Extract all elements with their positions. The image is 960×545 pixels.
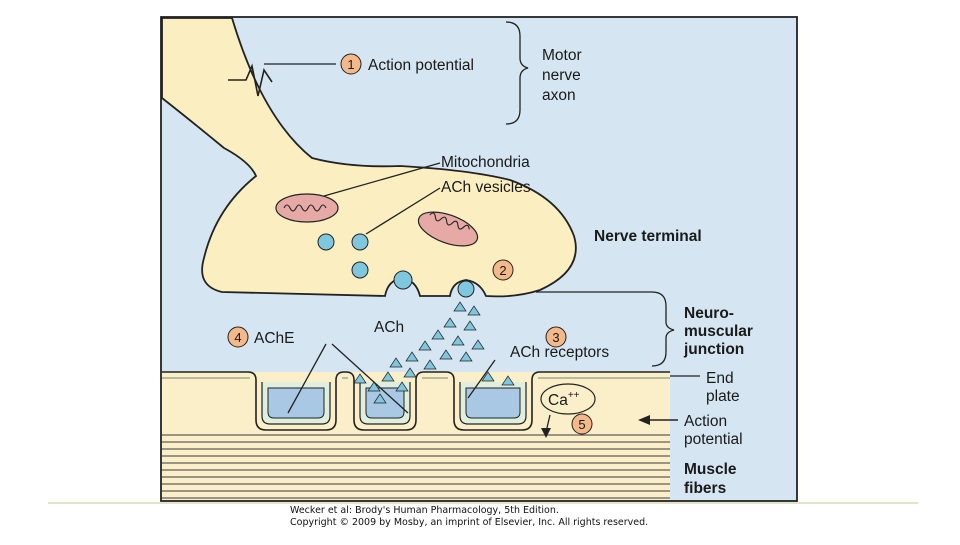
action-potential-spike — [228, 63, 273, 97]
ach-vesicles — [317, 233, 475, 298]
step-4-marker: 4 — [227, 326, 249, 348]
leader-lines — [264, 21, 700, 433]
action-potential-label: Action potential — [368, 57, 474, 74]
calcium-bubble: Ca++ — [540, 383, 596, 415]
step-2-number: 2 — [499, 263, 506, 278]
end-plate-label-line1: End — [706, 370, 734, 387]
calcium-arrowhead — [541, 428, 551, 438]
muscle-fibers-label-line2: fibers — [684, 480, 726, 497]
credit-line1: Wecker et al: Brody's Human Pharmacology… — [290, 505, 559, 516]
step-3-marker: 3 — [545, 326, 567, 348]
mitochondria-label: Mitochondria — [441, 154, 530, 171]
ach-molecules — [353, 301, 515, 404]
nmj-label-line1: Neuro- — [684, 305, 734, 322]
mitochondrion — [275, 193, 339, 223]
muscle-fibers-label-line1: Muscle — [684, 461, 737, 478]
step-1-number: 1 — [347, 57, 354, 72]
credit-line2: Copyright © 2009 by Mosby, an imprint of… — [290, 517, 648, 528]
motor-axon-label-line2: nerve — [542, 67, 581, 84]
nmj-label-line3: junction — [683, 341, 744, 358]
mitochondrion — [417, 211, 479, 247]
step-3-number: 3 — [552, 330, 559, 345]
motor-axon-label-line3: axon — [542, 87, 576, 104]
ach-vesicles-label: ACh vesicles — [441, 179, 531, 196]
step-2-marker: 2 — [492, 259, 514, 281]
muscle-ap-label-line1: Action — [684, 413, 727, 430]
nerve-axon-terminal — [161, 17, 577, 298]
ach-label: ACh — [374, 319, 404, 336]
step-4-number: 4 — [234, 330, 241, 345]
step-5-marker: 5 — [571, 413, 593, 435]
muscle-striations — [162, 434, 670, 499]
nerve-terminal-label: Nerve terminal — [594, 228, 702, 245]
motor-axon-label-line1: Motor — [542, 47, 582, 64]
calcium-label: Ca++ — [548, 390, 580, 409]
end-plate-membrane — [162, 371, 670, 431]
step-1-marker: 1 — [340, 53, 362, 75]
step-5-number: 5 — [578, 417, 585, 432]
muscle-ap-label-line2: potential — [684, 431, 743, 448]
nmj-label-line2: muscular — [684, 323, 753, 340]
end-plate-label-line2: plate — [706, 388, 740, 405]
action-potential-arrow — [638, 415, 678, 425]
ach-receptors-label: ACh receptors — [510, 344, 609, 361]
ache-label: AChE — [254, 330, 295, 347]
